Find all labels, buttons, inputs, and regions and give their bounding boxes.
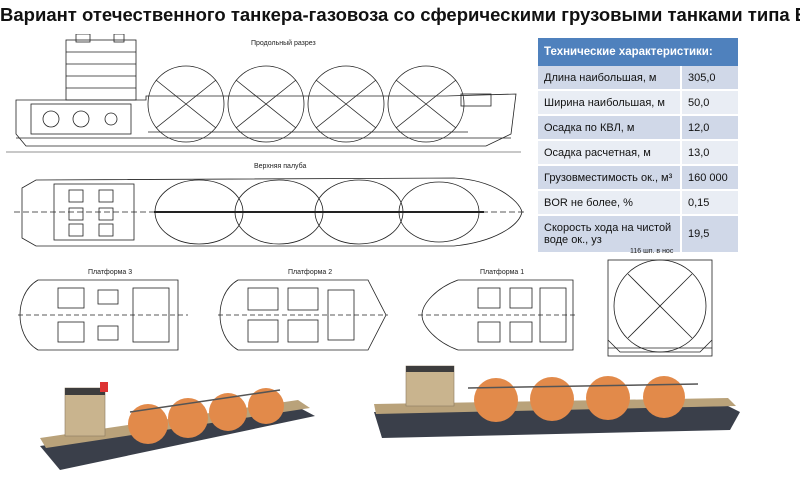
page-title: Вариант отечественного танкера-газовоза … (0, 4, 800, 25)
specs-header: Технические характеристики: (538, 38, 738, 66)
spec-row: Длина наибольшая, м 305,0 (538, 66, 738, 91)
spec-row: Осадка расчетная, м 13,0 (538, 140, 738, 166)
section-label: 116 шп. в нос (630, 248, 674, 255)
spec-label: Осадка по КВЛ, м (538, 115, 682, 141)
spec-row: BOR не более, % 0,15 (538, 190, 738, 216)
ship-render-left (40, 382, 315, 470)
spec-row: Осадка по КВЛ, м 12,0 (538, 115, 738, 141)
spec-value: 160 000 (681, 165, 738, 191)
profile-label: Продольный разрез (251, 39, 316, 47)
spec-label: Ширина наибольшая, м (538, 90, 682, 116)
spec-label: Длина наибольшая, м (538, 66, 682, 91)
spec-value: 19,5 (681, 215, 738, 254)
cross-section-drawing: 116 шп. в нос (607, 248, 713, 357)
spec-row: Скорость хода на чистой воде ок., уз 19,… (538, 215, 738, 254)
platform-2-drawing: Платформа 2 (218, 269, 388, 351)
spec-value: 50,0 (681, 90, 738, 116)
spec-label: Грузовместимость ок., м³ (538, 165, 682, 191)
ship-render-right (374, 365, 740, 438)
spec-label: Осадка расчетная, м (538, 140, 682, 166)
platform-1-label: Платформа 1 (480, 269, 524, 276)
technical-specs-table: Технические характеристики: Длина наибол… (538, 38, 738, 254)
upper-deck-plan-drawing: Верхняя палуба (14, 162, 526, 247)
spec-label: Скорость хода на чистой воде ок., уз (538, 215, 682, 254)
spec-row: Грузовместимость ок., м³ 160 000 (538, 165, 738, 191)
spec-value: 305,0 (681, 66, 738, 91)
spec-value: 13,0 (681, 140, 738, 166)
deck-label: Верхняя палуба (254, 162, 306, 170)
platform-3-label: Платформа 3 (88, 269, 132, 276)
spec-value: 0,15 (681, 190, 738, 216)
spec-row: Ширина наибольшая, м 50,0 (538, 90, 738, 116)
spec-value: 12,0 (681, 115, 738, 141)
platform-1-drawing: Платформа 1 (418, 269, 578, 351)
tank-spheres (147, 65, 465, 143)
longitudinal-section-drawing: Продольный разрез (6, 34, 521, 153)
platform-3-drawing: Платформа 3 (18, 269, 188, 351)
platform-2-label: Платформа 2 (288, 269, 332, 276)
spec-label: BOR не более, % (538, 190, 682, 216)
